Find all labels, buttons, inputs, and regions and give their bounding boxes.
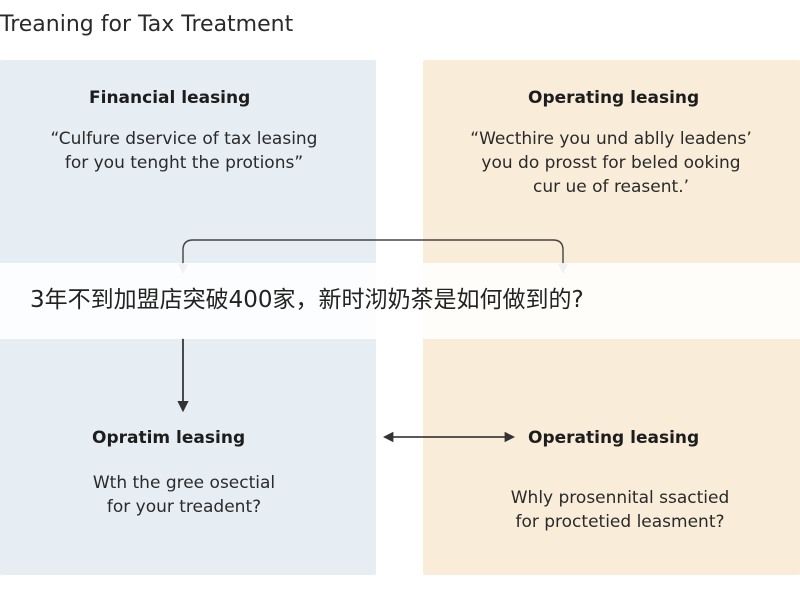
diagram-title: Treaning for Tax Treatment	[0, 12, 294, 37]
top-right-text: “Wecthire you und ablly leadens’ you do …	[432, 127, 790, 199]
bottom-left-heading: Opratim leasing	[92, 428, 246, 448]
bottom-right-text: Whly prosennital ssactied for proctetied…	[450, 486, 790, 534]
top-left-line-1: “Culfure dservice of tax leasing	[50, 129, 318, 149]
top-left-line-2: for you tenght the protions”	[64, 153, 304, 173]
top-right-line-2: you do prosst for beled ooking	[481, 153, 741, 173]
top-left-text: “Culfure dservice of tax leasing for you…	[10, 127, 358, 175]
bottom-right-heading: Operating leasing	[528, 428, 700, 448]
overlay-banner	[0, 263, 800, 339]
bottom-left-line-2: for your treadent?	[106, 497, 262, 517]
top-right-line-1: “Wecthire you und ablly leadens’	[470, 129, 752, 149]
top-right-line-3: cur ue of reasent.’	[533, 177, 689, 197]
overlay-caption: 3年不到加盟店突破400家，新时沏奶茶是如何做到的?	[30, 287, 584, 313]
bottom-left-line-1: Wth the gree osectial	[92, 473, 276, 493]
bottom-right-line-2: for proctetied leasment?	[515, 512, 725, 532]
bottom-left-text: Wth the gree osectial for your treadent?	[10, 471, 358, 519]
top-left-heading: Financial leasing	[89, 88, 251, 108]
bottom-right-line-1: Whly prosennital ssactied	[510, 488, 730, 508]
top-right-heading: Operating leasing	[528, 88, 700, 108]
